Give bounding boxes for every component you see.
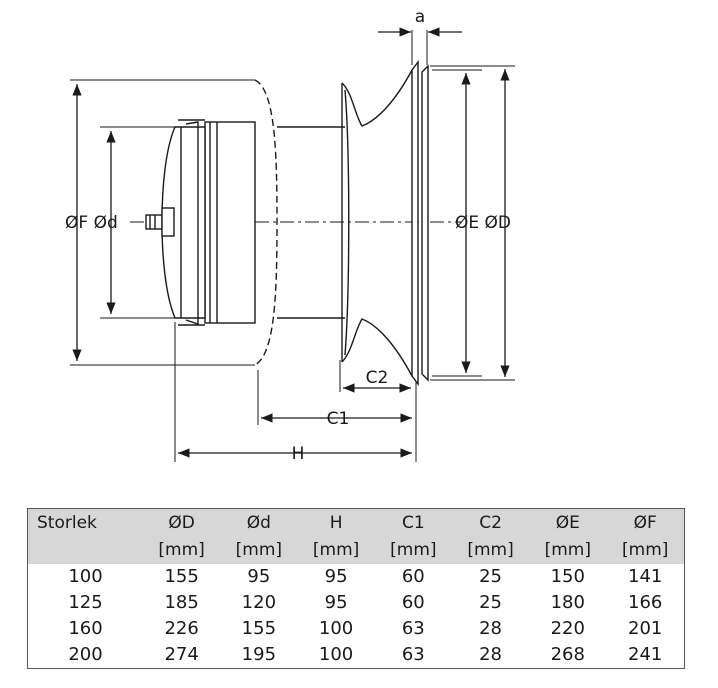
extension-lines [70, 30, 515, 462]
table-cell: 274 [164, 644, 199, 665]
label-a: a [415, 7, 425, 27]
table-cell: 95 [324, 566, 348, 587]
table-cell: 180 [550, 592, 585, 613]
spindle [145, 214, 163, 230]
table-cell: 185 [164, 592, 199, 613]
table-cell: 100 [318, 618, 354, 639]
header-storlek: Storlek [27, 508, 143, 537]
unit-cell: [mm] [374, 537, 452, 564]
table-cell: 60 [401, 566, 425, 587]
label-c2: C2 [366, 368, 389, 388]
header-d-large: ØD [143, 508, 221, 537]
table-cell: 141 [628, 566, 663, 587]
table-cell: 200 [68, 644, 103, 665]
header-f: ØF [606, 508, 685, 537]
table-cell: 63 [401, 644, 425, 665]
label-f-d: ØF Ød [65, 213, 118, 233]
header-d-small: Ød [220, 508, 298, 537]
table-cell: 241 [628, 644, 663, 665]
label-h: H [292, 444, 305, 464]
table-row: 100 155 95 95 60 25 150 141 [28, 564, 685, 590]
unit-cell: [mm] [297, 537, 375, 564]
table-cell: 160 [68, 618, 103, 639]
cone-bottom [341, 318, 413, 377]
valve-body [145, 59, 429, 387]
table-cell: 268 [550, 644, 585, 665]
table-row: 160 226 155 100 63 28 220 201 [28, 616, 685, 642]
table-row: 125 185 120 95 60 25 180 166 [28, 590, 685, 616]
table-cell: 125 [68, 592, 103, 613]
table-cell: 25 [479, 592, 502, 613]
unit-cell: [mm] [143, 537, 221, 564]
unit-cell: [mm] [451, 537, 530, 564]
table-cell: 63 [401, 618, 425, 639]
header-c2: C2 [451, 508, 530, 537]
table-cell: 100 [318, 644, 354, 665]
unit-cell: [mm] [529, 537, 607, 564]
table-cell: 155 [164, 566, 199, 587]
dimension-lines [72, 27, 510, 458]
table-cell: 95 [247, 566, 271, 587]
unit-row: [mm] [mm] [mm] [mm] [mm] [mm] [mm] [27, 537, 685, 564]
table-cell: 155 [241, 618, 277, 639]
table-cell: 28 [479, 644, 502, 665]
table-cell: 95 [324, 592, 348, 613]
label-e-d: ØE ØD [455, 213, 511, 233]
housing [204, 121, 256, 324]
technical-drawing: a ØF Ød ØE ØD C2 C1 H [65, 7, 515, 464]
table-cell: 166 [628, 592, 663, 613]
front-ring [421, 64, 429, 382]
table-cell: 25 [479, 566, 502, 587]
label-c1: C1 [327, 409, 350, 429]
table-cell: 60 [401, 592, 425, 613]
header-row: Storlek ØD Ød H C1 C2 ØE ØF [27, 508, 685, 537]
header-h: H [297, 508, 375, 537]
table-cell: 150 [550, 566, 585, 587]
header-e: ØE [529, 508, 607, 537]
unit-cell [27, 537, 143, 564]
table-cell: 120 [241, 592, 277, 613]
table-cell: 195 [241, 644, 277, 665]
cone-top [341, 69, 413, 127]
front-collar [411, 59, 419, 387]
table-row: 200 274 195 100 63 28 268 241 [28, 642, 685, 669]
dimension-table: Storlek ØD Ød H C1 C2 ØE ØF [mm] [mm] [m… [27, 508, 685, 669]
table-cell: 220 [550, 618, 585, 639]
dashed-flange [254, 79, 278, 366]
unit-cell: [mm] [606, 537, 685, 564]
table-cell: 201 [628, 618, 663, 639]
table-cell: 100 [68, 566, 103, 587]
table-cell: 226 [164, 618, 199, 639]
table-cell: 28 [479, 618, 502, 639]
header-c1: C1 [374, 508, 452, 537]
unit-cell: [mm] [220, 537, 298, 564]
